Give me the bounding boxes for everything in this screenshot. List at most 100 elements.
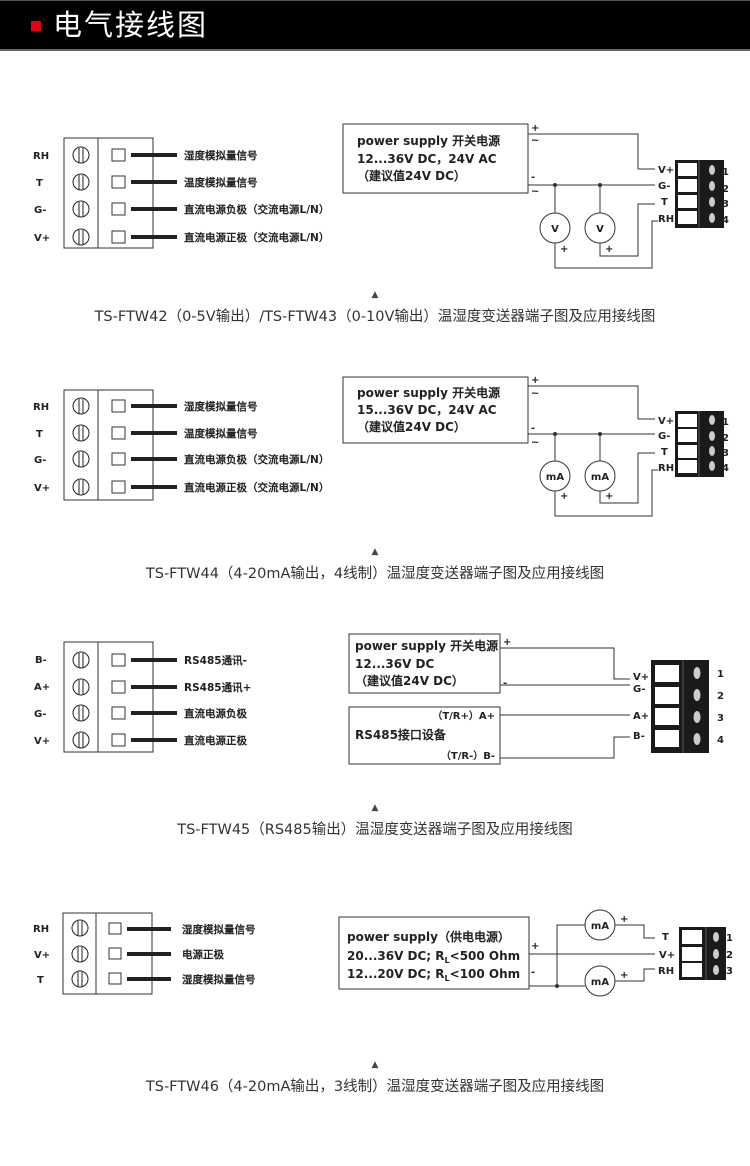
diagram-label: 12...20V DC; R: [347, 967, 445, 981]
diagram-label: +: [620, 970, 628, 981]
supply-plus: +: [531, 123, 539, 134]
diagram-rect: [342, 123, 529, 194]
terminal-row: V+ 电源正极: [34, 945, 224, 963]
diagram-label: G-: [633, 684, 645, 695]
diagram-ftw44: RH 湿度模拟量信号 T 温度模拟量信号 G- 直流电源负极（交流电源L/N） …: [33, 375, 729, 517]
diagram-ftw42-43: RH 湿度模拟量信号 T 温度模拟量信号 G- 直流电源负极（交流电源L/N） …: [33, 123, 729, 269]
diagram-label: （T/R-）B-: [441, 749, 495, 762]
diagram-label: A+: [633, 711, 649, 722]
screw-icon: [72, 478, 90, 496]
diagram-rect: [111, 706, 126, 720]
diagram-label: T: [662, 932, 669, 943]
diagram-label: 直流电源正极（交流电源L/N）: [184, 481, 329, 494]
diagram-node: [72, 651, 90, 669]
diagram-rect: [678, 163, 697, 176]
diagram-label: 15...36V DC，24V AC: [357, 403, 497, 417]
diagram-node: [72, 424, 90, 442]
terminal-block: RH 湿度模拟量信号 T 温度模拟量信号 G- 直流电源负极（交流电源L/N） …: [33, 137, 329, 249]
screw-icon: [71, 970, 89, 988]
power-supply-box: power supply（供电电源） 20...36V DC; RL<500 O…: [338, 916, 539, 990]
diagram-label: 电源正极: [182, 948, 224, 961]
screw-icon: [72, 678, 90, 696]
diagram-rect: [655, 730, 679, 747]
diagram-label: L: [445, 956, 450, 965]
page-title: 电气接线图: [53, 8, 209, 42]
diagram-label: T: [37, 975, 44, 986]
terminal-row: T 温度模拟量信号: [36, 173, 258, 191]
ammeter-icon: mA +: [584, 460, 616, 502]
terminal-block: RH 湿度模拟量信号 V+ 电源正极 T 湿度模拟量信号: [33, 912, 256, 995]
terminal-block: RH 湿度模拟量信号 T 温度模拟量信号 G- 直流电源负极（交流电源L/N） …: [33, 389, 329, 501]
terminal-row: G- 直流电源负极（交流电源L/N）: [34, 450, 329, 468]
diagram-node: [72, 478, 90, 496]
diagram-node: [539, 460, 571, 492]
wire: [528, 385, 655, 420]
diagram-node: [553, 432, 557, 436]
wire-slot: [111, 230, 126, 244]
screw-icon: [709, 415, 715, 425]
diagram-label: power supply 开关电源: [357, 385, 500, 400]
wire: [599, 452, 655, 504]
ammeter-icon: mA +: [584, 909, 628, 941]
terminal-desc: 直流电源负极（交流电源L/N）: [184, 203, 329, 216]
terminal-row: G- 直流电源负极（交流电源L/N）: [34, 200, 329, 218]
diagram-rect: [678, 445, 697, 458]
diagram-label: mA: [591, 472, 609, 483]
terminal-desc: 温度模拟量信号: [184, 176, 258, 189]
diagram-label: 直流电源正极: [184, 734, 247, 747]
diagram-label: （T/R+）A+: [432, 709, 495, 722]
terminal-row: T 湿度模拟量信号: [37, 970, 256, 988]
terminal-row: V+ 直流电源正极（交流电源L/N）: [34, 228, 329, 246]
diagram-label: A+: [34, 682, 50, 693]
wire-slot: [111, 148, 126, 162]
diagram-label: 3: [722, 448, 729, 459]
connector-block: V+ G- A+ B- 1 2 3 4: [633, 660, 724, 753]
diagram-label: 20...36V DC; R: [347, 949, 445, 963]
diagram-rect: [682, 947, 702, 961]
connector-block: V+ G- T RH 1 2 3 4: [658, 160, 729, 228]
terminal-block: B- RS485通讯- A+ RS485通讯+ G- 直流电源负极 V+ 直流电…: [34, 641, 251, 753]
terminal-row: RH 湿度模拟量信号: [33, 146, 258, 164]
diagram-rect: [111, 733, 126, 747]
screw-icon: [709, 431, 715, 441]
diagram-label: 1: [722, 167, 729, 178]
caption-marker: ▲: [371, 1060, 379, 1070]
caption-marker: ▲: [371, 803, 379, 813]
diagram-node: [539, 212, 571, 244]
diagram-label: T: [661, 447, 668, 458]
screw-icon: [693, 667, 701, 679]
diagram-label: B-: [633, 731, 645, 742]
diagram-label: 12...36V DC: [355, 657, 435, 671]
diagram-label: 湿度模拟量信号: [182, 923, 256, 936]
diagram-node: [71, 919, 89, 937]
diagram-label: RH: [658, 214, 674, 225]
diagram-label: V+: [659, 950, 675, 961]
diagram-node: [72, 200, 90, 218]
diagram-label: 直流电源负极（交流电源L/N）: [184, 453, 329, 466]
diagram-node: [584, 212, 616, 244]
screw-icon: [693, 733, 701, 745]
terminal-pin: V+: [34, 233, 50, 244]
diagram-rect: [655, 687, 679, 704]
diagram-caption: TS-FTW42（0-5V输出）/TS-FTW43（0-10V输出）温湿度变送器…: [94, 309, 656, 325]
power-supply-box: power supply 开关电源 15...36V DC，24V AC （建议…: [342, 375, 539, 448]
terminal-desc: 直流电源正极（交流电源L/N）: [184, 231, 329, 244]
diagram-rect: [111, 653, 126, 667]
diagram-node: [553, 183, 557, 187]
rs485-device-box: （T/R+）A+ RS485接口设备 （T/R-）B-: [348, 706, 501, 765]
ammeter-icon: mA +: [584, 965, 628, 997]
diagram-label: 20...36V DC; RL<500 Ohm: [347, 949, 520, 965]
diagram-rect: [678, 429, 697, 442]
diagram-label: power supply（供电电源）: [347, 929, 510, 944]
diagram-label: 2: [722, 433, 729, 444]
diagram-rect: [678, 179, 697, 192]
diagram-label: -: [531, 967, 535, 978]
diagram-label: -: [531, 423, 535, 434]
diagram-label: G-: [658, 431, 670, 442]
diagram-label: 温度模拟量信号: [184, 427, 258, 440]
screw-icon: [71, 945, 89, 963]
screw-icon: [72, 146, 90, 164]
diagram-rect: [108, 972, 122, 985]
diagram-rect: [348, 633, 501, 694]
diagram-node: [598, 183, 602, 187]
